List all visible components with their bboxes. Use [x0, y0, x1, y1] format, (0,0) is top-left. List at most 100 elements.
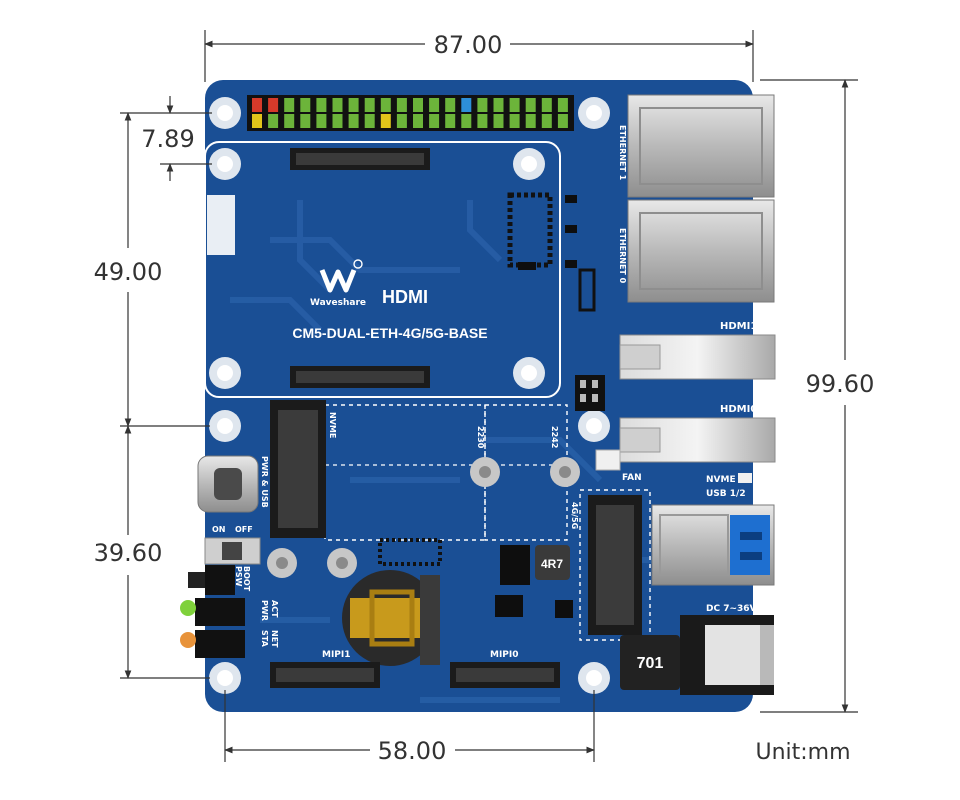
mipi1-connector[interactable] [270, 662, 380, 688]
dim-offset-top-text: 7.89 [141, 125, 194, 153]
label-ethernet-0: ETHERNET 0 [618, 228, 627, 284]
gpio-pin [364, 114, 375, 128]
gpio-pin [268, 98, 279, 112]
power-switch[interactable] [204, 537, 261, 565]
usb-port[interactable] [651, 504, 775, 586]
label-fan: FAN [622, 473, 642, 483]
hdmi-port-1[interactable] [619, 334, 776, 380]
gpio-pin [429, 98, 440, 112]
m2-standoff [550, 457, 580, 487]
gpio-pin [396, 114, 407, 128]
boot-button[interactable] [188, 565, 235, 595]
hdmi-port-0[interactable] [619, 417, 776, 463]
label-act: ACT [270, 600, 279, 618]
cm5-connector-bottom [290, 366, 430, 388]
dimension-offset-top: 7.89 [141, 96, 212, 181]
dimension-spacing-lower: 39.60 [94, 425, 210, 679]
smd-components [378, 192, 605, 618]
m2-4g5g-slot[interactable] [588, 495, 642, 635]
dimension-width-top: 87.00 [204, 30, 754, 82]
gpio-pin [332, 114, 343, 128]
gpio-pin [252, 114, 262, 128]
label-dc: DC 7~36V [706, 604, 757, 614]
label-on: ON [212, 525, 226, 534]
gpio-pin [493, 114, 504, 128]
gpio-pin [300, 114, 311, 128]
gpio-pin [477, 98, 488, 112]
m2-standoff [470, 457, 500, 487]
label-4g5g: 4G/5G [570, 502, 579, 529]
gpio-pin [396, 98, 407, 112]
mounting-hole [209, 410, 241, 442]
label-hdmi1: HDMI1 [720, 321, 757, 332]
nvme-switch[interactable] [738, 473, 752, 483]
ethernet-port-1[interactable] [627, 94, 775, 198]
inductor-701-label: 701 [637, 655, 664, 672]
gpio-pin [557, 98, 568, 112]
gpio-pin [413, 114, 423, 128]
label-psw: PSW [234, 566, 243, 587]
label-mipi0: MIPI0 [490, 650, 519, 660]
cm5-module-outline [204, 141, 561, 398]
gpio-pin [348, 114, 359, 128]
gpio-pin [445, 98, 456, 112]
cm5-connector-top [290, 148, 430, 170]
coin-battery-holder [342, 570, 440, 666]
label-ethernet-1: ETHERNET 1 [618, 125, 627, 181]
gpio-pin [477, 114, 488, 128]
mipi0-connector[interactable] [450, 662, 560, 688]
usb-c-port[interactable] [197, 455, 259, 513]
inductor-4r7: 4R7 [535, 545, 570, 580]
gpio-pin [413, 98, 423, 112]
label-boot: BOOT [242, 566, 251, 592]
gpio-pin [364, 98, 375, 112]
mounting-hole [209, 97, 241, 129]
gpio-pin [461, 98, 472, 112]
label-hdmi0: HDMI0 [720, 404, 757, 415]
fan-connector[interactable] [595, 449, 621, 471]
gpio-pin [284, 114, 295, 128]
label-pwr-usb: PWR & USB [260, 456, 269, 508]
dim-spacing-bottom-text: 58.00 [378, 737, 447, 765]
dim-width-top-text: 87.00 [434, 31, 503, 59]
gpio-pin [268, 114, 279, 128]
led-act-pwr [180, 598, 245, 626]
gpio-pin [316, 98, 327, 112]
m2-standoff [327, 548, 357, 578]
serial-sticker [207, 195, 235, 255]
gpio-pin [284, 98, 295, 112]
unit-label: Unit:mm [755, 740, 850, 765]
label-net: NET [270, 630, 279, 648]
mounting-hole [209, 148, 241, 180]
ethernet-port-0[interactable] [627, 199, 775, 303]
m2-2242-outline [484, 404, 568, 541]
hdmi-logo: HDMI [382, 287, 428, 307]
mounting-hole [513, 148, 545, 180]
gpio-pin [348, 98, 359, 112]
mounting-holes [209, 97, 610, 694]
gpio-pin [300, 98, 311, 112]
dim-spacing-upper-text: 49.00 [94, 258, 163, 286]
slot-4g5g-outline [579, 489, 651, 641]
dc-power-jack[interactable] [680, 615, 774, 695]
gpio-pin [252, 98, 262, 112]
m2-nvme-slot[interactable] [270, 400, 326, 538]
mounting-hole [209, 357, 241, 389]
waveshare-logo-text: Waveshare [310, 298, 366, 308]
gpio-pin [316, 114, 327, 128]
gpio-pin [509, 114, 520, 128]
waveshare-logo: Waveshare [310, 259, 366, 308]
dim-spacing-lower-text: 39.60 [94, 539, 163, 567]
gpio-pin [557, 114, 568, 128]
silkscreen-labels: ETHERNET 1 ETHERNET 0 HDMI1 HDMI0 FAN NV… [212, 125, 757, 660]
mounting-hole [578, 662, 610, 694]
label-nvme-right: NVME [706, 475, 736, 485]
label-usb: USB 1/2 [706, 489, 746, 499]
inductor-4r7-label: 4R7 [541, 557, 563, 571]
dimension-spacing-bottom: 58.00 [224, 690, 595, 765]
gpio-pins [252, 98, 568, 128]
label-sta: STA [260, 630, 269, 648]
gpio-pin [445, 114, 456, 128]
m2-standoff [267, 548, 297, 578]
gpio-pin [461, 114, 472, 128]
